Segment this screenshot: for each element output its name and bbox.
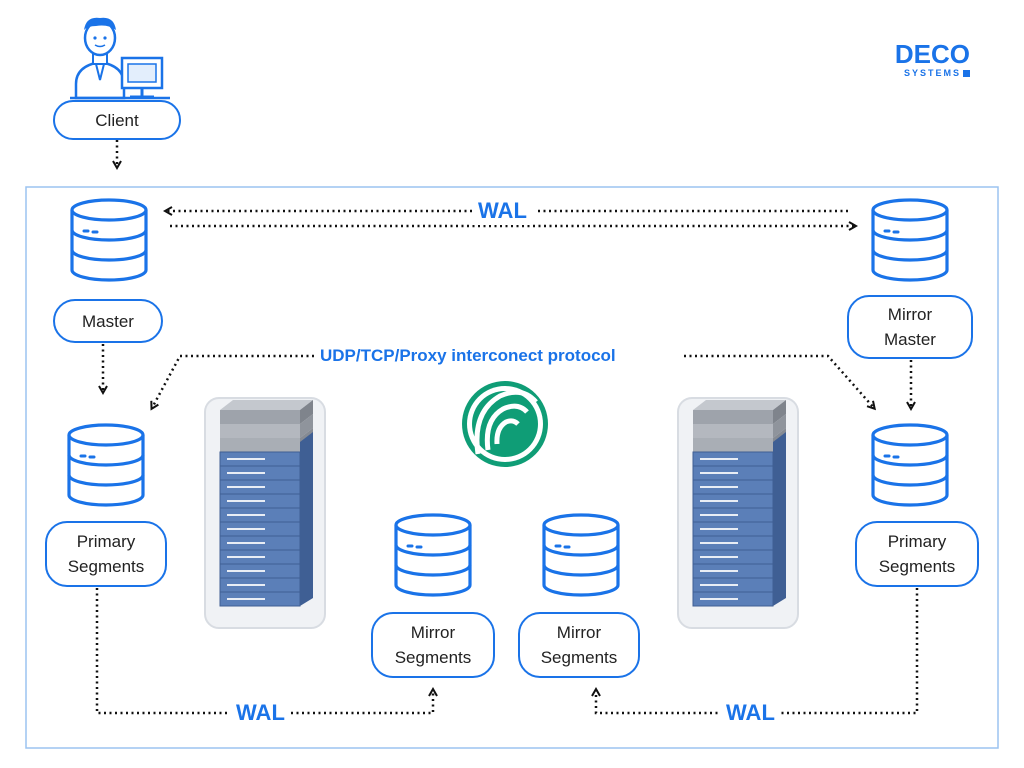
cluster-frame [25, 186, 999, 749]
wal-bottom-right-label: WAL [720, 699, 781, 727]
master-label: Master [82, 311, 134, 331]
wal-top-label: WAL [472, 197, 533, 225]
server-rack-left-icon [204, 397, 326, 629]
primary-right-label-line2: Segments [878, 557, 956, 576]
interconnect-protocol-label: UDP/TCP/Proxy interconect protocol [314, 345, 622, 367]
mirror-master-db-icon [871, 198, 949, 282]
mirror-right-db-icon [542, 513, 620, 597]
mirror-segments-left-node: Mirror Segments [371, 612, 495, 678]
primary-right-label-line1: Primary [887, 532, 947, 551]
primary-left-label-line1: Primary [76, 532, 136, 551]
logo-name: DECO [894, 39, 970, 69]
primary-left-db-icon [67, 423, 145, 507]
primary-segments-left-node: Primary Segments [45, 521, 167, 587]
monitor-icon [70, 56, 170, 100]
primary-right-db-icon [871, 423, 949, 507]
client-person-icon [74, 17, 126, 100]
mirror-right-label-line2: Segments [540, 648, 618, 667]
mirror-master-node: Mirror Master [847, 295, 973, 359]
interconnect-connector-left [152, 354, 314, 408]
logo-subtitle: SYSTEMS [888, 68, 970, 78]
client-node: Client [53, 100, 181, 140]
server-rack-right-icon [677, 397, 799, 629]
interconnect-connector-right [684, 354, 874, 408]
master-node: Master [53, 299, 163, 343]
center-logo-icon [462, 381, 548, 467]
mirror-master-label-line2: Master [884, 330, 936, 349]
mirror-segments-right-node: Mirror Segments [518, 612, 640, 678]
mirror-master-label-line1: Mirror [887, 305, 933, 324]
primary-segments-right-node: Primary Segments [855, 521, 979, 587]
mirror-left-label-line2: Segments [394, 648, 472, 667]
mirror-left-label-line1: Mirror [410, 623, 456, 642]
client-label: Client [95, 110, 139, 130]
deco-systems-logo: DECO SYSTEMS [888, 40, 970, 78]
primary-left-label-line2: Segments [67, 557, 145, 576]
mirror-right-label-line1: Mirror [556, 623, 602, 642]
wal-bottom-right-connector [596, 588, 919, 715]
wal-bottom-left-label: WAL [230, 699, 291, 727]
master-db-icon [70, 198, 148, 282]
mirror-left-db-icon [394, 513, 472, 597]
